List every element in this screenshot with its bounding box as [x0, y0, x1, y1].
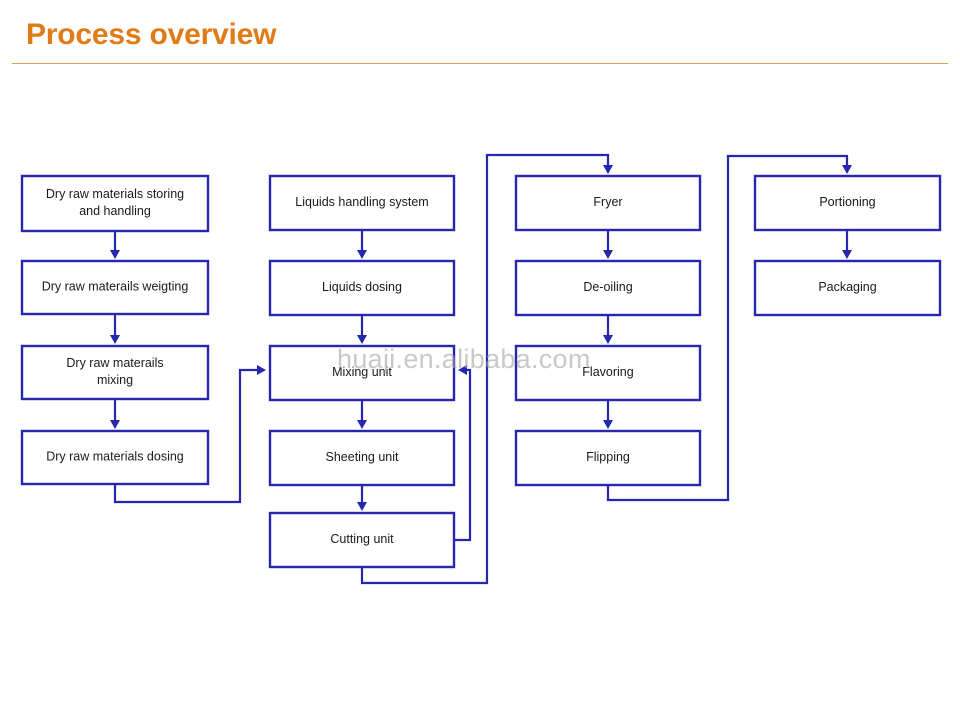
- node-box[interactable]: [514, 259, 702, 317]
- node-box[interactable]: [20, 259, 210, 316]
- connector-line: [606, 154, 849, 502]
- connector-line: [113, 368, 258, 504]
- node-box[interactable]: [268, 259, 456, 317]
- arrow-head-icon: [603, 250, 613, 259]
- process-node-dry-weigting[interactable]: Dry raw materails weigting: [20, 259, 210, 316]
- connectors-layer: [110, 153, 852, 585]
- node-box[interactable]: [20, 429, 210, 486]
- arrow-head-icon: [842, 250, 852, 259]
- process-node-liquids-handling[interactable]: Liquids handling system: [268, 174, 456, 232]
- arrow-head-icon: [110, 420, 120, 429]
- node-label: Dry raw materials dosing: [46, 450, 184, 464]
- arrow-head-icon: [458, 365, 467, 375]
- arrow-head-icon: [357, 502, 367, 511]
- arrow-head-icon: [110, 335, 120, 344]
- node-box[interactable]: [514, 344, 702, 402]
- connector-liquids-handling-to-liquids-dosing: [357, 230, 367, 259]
- process-node-dry-dosing[interactable]: Dry raw materials dosing: [20, 429, 210, 486]
- node-label: Mixing unit: [332, 365, 392, 379]
- arrow-head-icon: [357, 420, 367, 429]
- process-node-fryer[interactable]: Fryer: [514, 174, 702, 232]
- node-box[interactable]: [753, 259, 942, 317]
- arrow-head-icon: [110, 250, 120, 259]
- connector-dry-mixing-to-dry-dosing: [110, 399, 120, 429]
- connector-fryer-to-de-oiling: [603, 230, 613, 259]
- connector-liquids-dosing-to-mixing-unit: [357, 315, 367, 344]
- process-node-portioning[interactable]: Portioning: [753, 174, 942, 232]
- connector-line: [454, 368, 472, 542]
- node-box[interactable]: [753, 174, 942, 232]
- connector-line: [360, 153, 610, 585]
- process-node-flipping[interactable]: Flipping: [514, 429, 702, 487]
- node-label: Sheeting unit: [326, 450, 400, 464]
- connector-flipping-to-portioning: [606, 154, 852, 502]
- slide-header: Process overview: [0, 18, 960, 70]
- node-box[interactable]: [268, 511, 456, 569]
- process-node-de-oiling[interactable]: De-oiling: [514, 259, 702, 317]
- node-label: Flavoring: [582, 365, 633, 379]
- node-label: Packaging: [818, 280, 876, 294]
- connector-cutting-unit-to-mixing-unit: [454, 365, 472, 542]
- process-node-cutting-unit[interactable]: Cutting unit: [268, 511, 456, 569]
- node-label: Liquids dosing: [322, 280, 402, 294]
- arrow-head-icon: [257, 365, 266, 375]
- arrow-head-icon: [357, 335, 367, 344]
- connector-sheeting-unit-to-cutting-unit: [357, 485, 367, 511]
- node-box[interactable]: [268, 429, 456, 487]
- process-node-mixing-unit[interactable]: Mixing unit: [268, 344, 456, 402]
- arrow-head-icon: [603, 420, 613, 429]
- arrow-head-icon: [842, 165, 852, 174]
- node-label: Portioning: [819, 195, 875, 209]
- node-box[interactable]: [20, 344, 210, 401]
- node-label: Flipping: [586, 450, 630, 464]
- node-box[interactable]: [20, 174, 210, 233]
- process-node-sheeting-unit[interactable]: Sheeting unit: [268, 429, 456, 487]
- connector-cutting-unit-to-fryer: [360, 153, 613, 585]
- title-divider: [12, 63, 948, 64]
- connector-flavoring-to-flipping: [603, 400, 613, 429]
- arrow-head-icon: [357, 250, 367, 259]
- connector-dry-weigting-to-dry-mixing: [110, 314, 120, 344]
- arrow-head-icon: [603, 165, 613, 174]
- node-box[interactable]: [268, 344, 456, 402]
- node-label: Liquids handling system: [295, 195, 428, 209]
- process-node-liquids-dosing[interactable]: Liquids dosing: [268, 259, 456, 317]
- connector-mixing-unit-to-sheeting-unit: [357, 400, 367, 429]
- connector-portioning-to-packaging: [842, 230, 852, 259]
- process-node-flavoring[interactable]: Flavoring: [514, 344, 702, 402]
- node-label: Cutting unit: [330, 532, 394, 546]
- node-label: De-oiling: [583, 280, 632, 294]
- page-title: Process overview: [26, 18, 277, 51]
- arrow-head-icon: [603, 335, 613, 344]
- node-box[interactable]: [514, 174, 702, 232]
- node-label: Dry raw materails weigting: [42, 280, 189, 294]
- process-node-packaging[interactable]: Packaging: [753, 259, 942, 317]
- connector-dry-dosing-to-mixing-unit: [113, 365, 266, 504]
- node-box[interactable]: [268, 174, 456, 232]
- connector-de-oiling-to-flavoring: [603, 315, 613, 344]
- node-box[interactable]: [514, 429, 702, 487]
- connector-dry-storing-to-dry-weigting: [110, 231, 120, 259]
- node-label: Fryer: [593, 195, 622, 209]
